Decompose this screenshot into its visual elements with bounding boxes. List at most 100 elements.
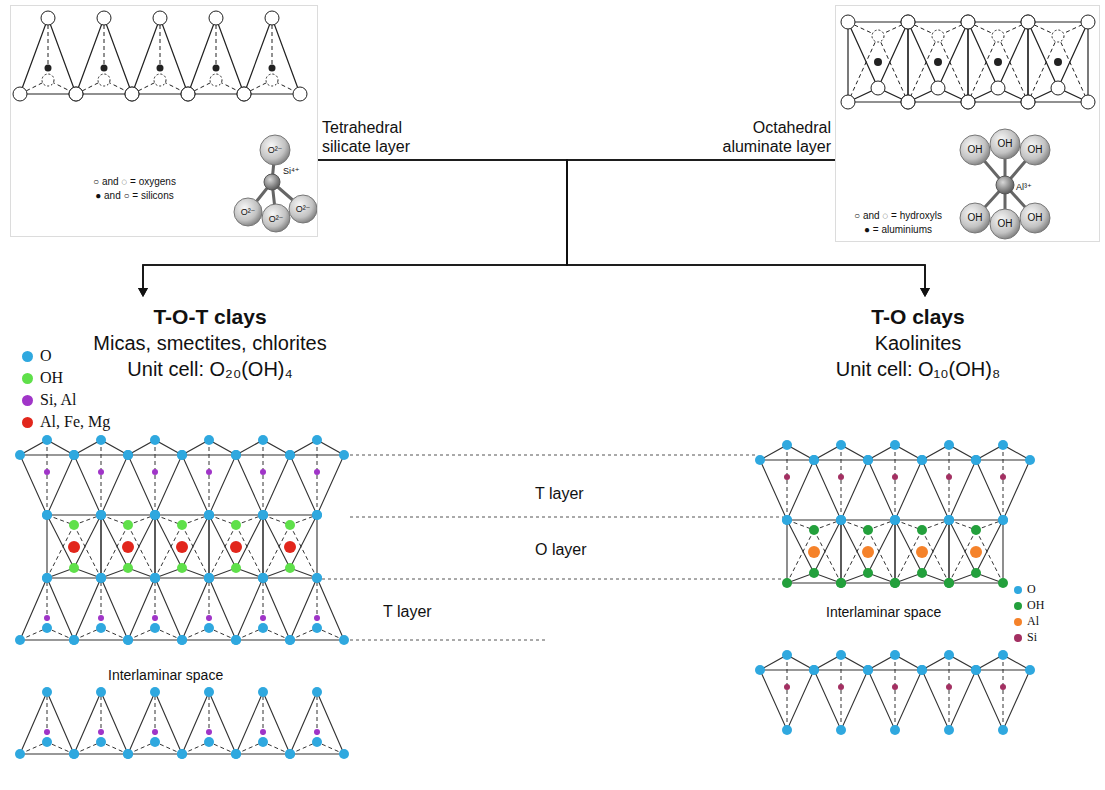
tetrahedron bbox=[917, 440, 981, 525]
legend-item: OH bbox=[1014, 598, 1044, 613]
group-text: Unit cell: O₁₀(OH)₈ bbox=[788, 356, 1048, 382]
tetrahedron bbox=[809, 650, 873, 735]
legend-swatch bbox=[1014, 634, 1022, 642]
group-text: Micas, smectites, chlorites bbox=[75, 330, 345, 356]
tree-connector bbox=[318, 160, 930, 297]
tetrahedron bbox=[69, 687, 133, 759]
group-title: T-O clays bbox=[788, 304, 1048, 330]
connector-line bbox=[143, 160, 835, 289]
space-label: Interlaminar space bbox=[826, 604, 941, 621]
tetrahedron bbox=[285, 435, 349, 520]
legend-item: Al bbox=[1014, 614, 1039, 629]
key-note: ○ and ◌ = hydroxyls bbox=[838, 210, 958, 222]
legend-text: Si, Al bbox=[40, 390, 76, 410]
octahedron bbox=[150, 510, 214, 583]
legend-item: Si bbox=[1014, 630, 1037, 645]
key-note: ● and ○ = silicons bbox=[52, 190, 217, 202]
tetrahedron bbox=[15, 687, 79, 759]
legend-text: Al bbox=[1027, 614, 1039, 629]
oxygen-ball bbox=[234, 198, 262, 226]
hydroxyl-ball bbox=[1020, 135, 1050, 165]
tetrahedron bbox=[69, 435, 133, 520]
ion-label: O²⁻ bbox=[268, 145, 283, 156]
legend-swatch bbox=[22, 373, 33, 384]
layer-heading: Octahedral aluminate layer bbox=[696, 118, 831, 156]
legend-text: O bbox=[40, 346, 52, 366]
guide-line bbox=[350, 640, 548, 641]
tetrahedron bbox=[177, 687, 241, 759]
layer-label: O layer bbox=[535, 540, 587, 559]
hydroxyl-ball bbox=[960, 135, 990, 165]
legend-text: Si bbox=[1027, 630, 1037, 645]
tetrahedron bbox=[123, 687, 187, 759]
tetrahedron bbox=[755, 650, 819, 735]
ion-label: Si⁴⁺ bbox=[283, 166, 300, 177]
arrow-head bbox=[138, 288, 148, 297]
layer-heading: Tetrahedral silicate layer bbox=[322, 118, 447, 156]
octahedron bbox=[42, 510, 106, 583]
legend-swatch bbox=[1014, 602, 1022, 610]
tetrahedron bbox=[971, 650, 1035, 735]
ion-label: OH bbox=[968, 144, 983, 156]
layer-label: T layer bbox=[535, 484, 584, 503]
clay-group: T-O-T claysMicas, smectites, chloritesUn… bbox=[75, 298, 345, 382]
octahedron bbox=[96, 510, 160, 583]
ion-label: OH bbox=[998, 138, 1013, 150]
space-label: Interlaminar space bbox=[108, 667, 223, 684]
tetrahedron bbox=[971, 440, 1035, 525]
image-panel: Tetrahedral silicate layer bbox=[10, 5, 318, 237]
guide-line bbox=[350, 517, 783, 518]
aluminium-ball bbox=[996, 176, 1014, 194]
ion-label: Al³⁺ bbox=[1016, 182, 1032, 193]
tetrahedron bbox=[285, 573, 349, 645]
hydroxyl-ball bbox=[990, 129, 1020, 159]
tetrahedral-sheet bbox=[13, 11, 307, 101]
hydroxyl-ball bbox=[990, 209, 1020, 239]
tetrahedron bbox=[231, 687, 295, 759]
octahedron bbox=[901, 15, 975, 109]
connector-line bbox=[318, 160, 925, 289]
tetrahedron bbox=[231, 573, 295, 645]
tetrahedron bbox=[15, 435, 79, 520]
tetrahedron bbox=[917, 650, 981, 735]
tot-structure bbox=[15, 435, 349, 759]
legend-swatch bbox=[22, 395, 33, 406]
al-ball-model bbox=[960, 129, 1050, 239]
legend-text: OH bbox=[1027, 598, 1044, 613]
legend-item: Al, Fe, Mg bbox=[22, 412, 110, 432]
octahedron bbox=[204, 510, 268, 583]
guide-line bbox=[350, 455, 755, 456]
octahedron bbox=[836, 515, 900, 588]
legend-text: O bbox=[1027, 582, 1036, 597]
legend-item: O bbox=[1014, 582, 1036, 597]
octahedron bbox=[841, 15, 915, 109]
key-note: ○ and ◌ = oxygens bbox=[52, 176, 217, 188]
oxygen-ball bbox=[289, 195, 317, 223]
ion-label: OH bbox=[968, 212, 983, 224]
tetrahedron bbox=[123, 435, 187, 520]
tetrahedron bbox=[809, 440, 873, 525]
legend-swatch bbox=[1014, 618, 1022, 626]
octahedron bbox=[890, 515, 954, 588]
legend-item: Si, Al bbox=[22, 390, 76, 410]
arrow-head bbox=[138, 288, 148, 297]
legend-swatch bbox=[22, 351, 33, 362]
ion-label: O²⁻ bbox=[269, 214, 284, 225]
legend-item: OH bbox=[22, 368, 63, 388]
layer-guides bbox=[322, 455, 783, 640]
layer-label: T layer bbox=[383, 602, 432, 621]
ion-label: OH bbox=[1028, 212, 1043, 224]
key-note: ● = aluminiums bbox=[838, 224, 958, 236]
octahedral-sheet bbox=[841, 15, 1095, 109]
connector-line bbox=[143, 160, 567, 289]
tetrahedron bbox=[863, 650, 927, 735]
ion-label: O²⁻ bbox=[241, 207, 256, 218]
tetrahedron bbox=[285, 687, 349, 759]
tetrahedron bbox=[15, 573, 79, 645]
group-text: Unit cell: O₂₀(OH)₄ bbox=[75, 356, 345, 382]
ion-label: OH bbox=[1028, 144, 1043, 156]
octahedron bbox=[944, 515, 1008, 588]
octahedron bbox=[258, 510, 322, 583]
tetrahedron bbox=[755, 440, 819, 525]
